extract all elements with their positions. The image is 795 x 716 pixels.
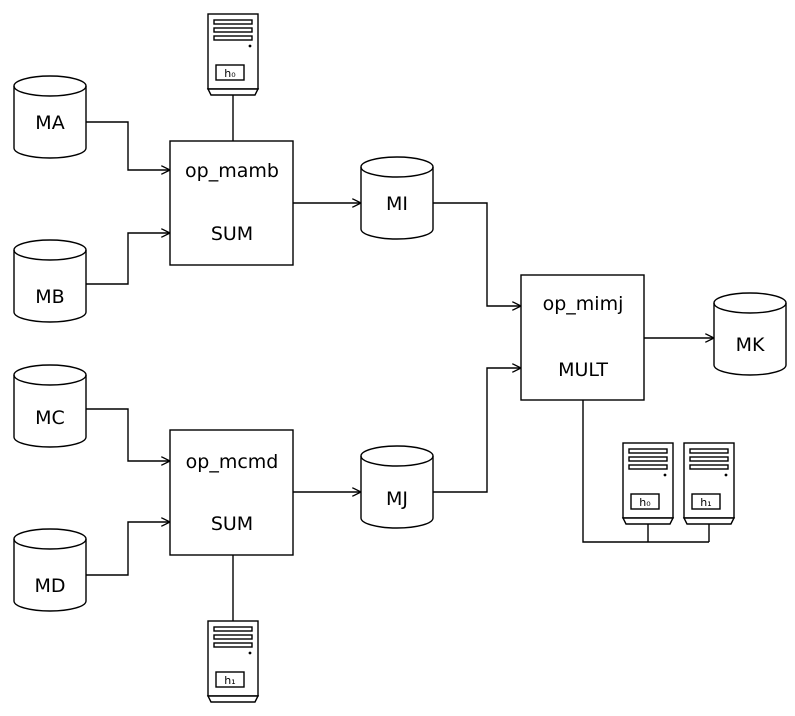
op-mimj-operation: MULT: [558, 359, 608, 381]
store-mk: MK: [713, 292, 787, 376]
store-md-label: MD: [34, 575, 65, 597]
store-mj-label: MJ: [386, 488, 408, 510]
store-md: MD: [13, 528, 87, 612]
host-h1-label: h₁: [224, 674, 235, 687]
store-mb-label: MB: [35, 286, 64, 308]
edge-mi-op-mimj: [433, 202, 521, 306]
host-h1-label: h₁: [700, 496, 711, 509]
op-mcmd-name: op_mcmd: [186, 451, 279, 473]
op-mamb-operation: SUM: [211, 223, 253, 245]
edge-mc-op-mcmd: [86, 408, 170, 461]
store-ma: MA: [13, 75, 87, 159]
server-icon: h₁: [683, 442, 735, 525]
op-mimj-name: op_mimj: [543, 293, 624, 315]
connectors: [86, 93, 714, 621]
op-mcmd-operation: SUM: [211, 513, 253, 535]
op-mamb-box: op_mamb SUM: [169, 140, 294, 266]
store-mc: MC: [13, 364, 87, 448]
host-link-op-mimj: [582, 400, 710, 543]
store-mi-label: MI: [386, 193, 408, 215]
store-mk-label: MK: [736, 334, 765, 356]
server-icon: h₁: [207, 620, 259, 703]
server-icon: h₀: [207, 13, 259, 96]
op-mcmd-box: op_mcmd SUM: [169, 429, 294, 556]
store-mb: MB: [13, 239, 87, 323]
store-mj: MJ: [360, 445, 434, 529]
server-icon: h₀: [622, 442, 674, 525]
store-mc-label: MC: [35, 407, 65, 429]
store-ma-label: MA: [35, 112, 64, 134]
edge-mb-op-mamb: [86, 233, 170, 285]
op-mamb-name: op_mamb: [185, 160, 279, 182]
host-h0-label: h₀: [224, 67, 236, 80]
edge-md-op-mcmd: [86, 522, 170, 576]
edge-ma-op-mamb: [86, 121, 170, 170]
edge-mj-op-mimj: [433, 368, 521, 493]
host-h0-label: h₀: [639, 496, 651, 509]
op-mimj-box: op_mimj MULT: [520, 274, 645, 401]
store-mi: MI: [360, 156, 434, 240]
